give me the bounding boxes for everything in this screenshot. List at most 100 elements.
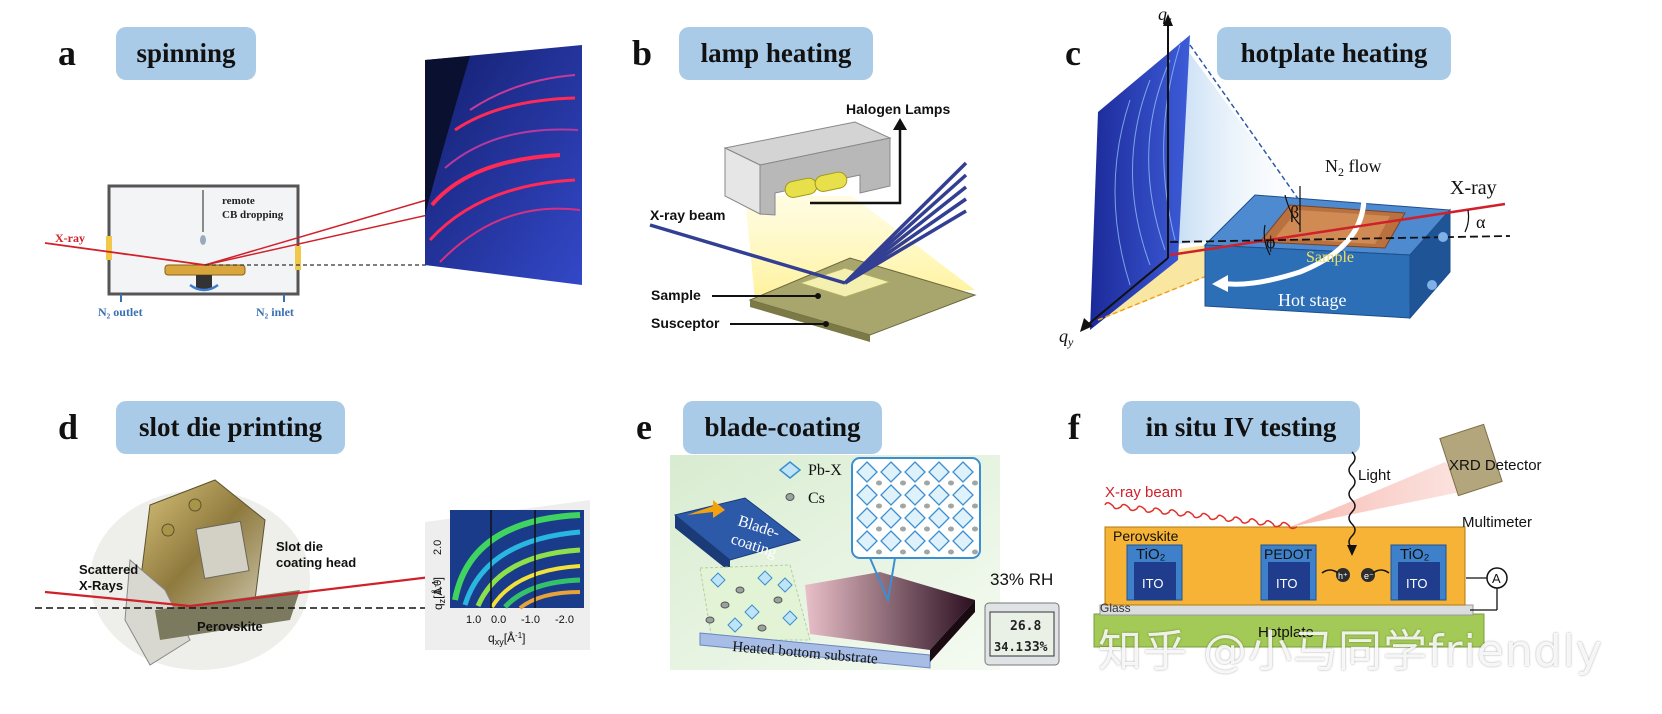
- detector-shadow: [425, 56, 470, 215]
- inset-pointer: [869, 557, 896, 604]
- octahedron: [856, 530, 878, 552]
- qy-axis: [1084, 257, 1169, 328]
- xray-beam-label-f: X-ray beam: [1105, 484, 1183, 501]
- tio2-label-b: TiO₂: [1400, 546, 1430, 563]
- sample-label-b: Sample: [651, 287, 701, 303]
- hotplate-label: Hotplate: [1258, 624, 1314, 641]
- qy-arrowhead: [1080, 318, 1093, 332]
- light-cone: [745, 196, 975, 300]
- cs-ion: [876, 549, 882, 555]
- beam-fan-blue: [1170, 40, 1320, 245]
- ito-box-c: [1398, 562, 1440, 600]
- remote-label: remote: [222, 195, 255, 207]
- ammeter-label: A: [1492, 571, 1501, 586]
- ito-label-a: ITO: [1142, 576, 1163, 591]
- xray-incident: [44, 242, 206, 266]
- hole-carrier: [1336, 568, 1350, 582]
- cs-ion: [948, 480, 954, 486]
- octahedron: [856, 484, 878, 506]
- cs-particle: [705, 616, 715, 624]
- ito-label-b: ITO: [1276, 576, 1297, 591]
- blade-front: [675, 515, 730, 572]
- cs-ion: [900, 503, 906, 509]
- cs-ion: [948, 526, 954, 532]
- qxy-axis-label-d: qxy[Å-1]: [488, 630, 526, 647]
- panel-b-title: lamp heating: [679, 27, 873, 80]
- panel-b-letter: b: [632, 33, 653, 73]
- light-label: Light: [1358, 467, 1391, 484]
- n2-outlet-label: N₂ outlet: [98, 305, 143, 319]
- panel-e-diagram: Pb-X Cs Blade- coating 33% RH Heated bot…: [670, 455, 1060, 670]
- pbx-particle: [782, 610, 798, 626]
- cs-ion: [924, 549, 930, 555]
- pbx-particle: [777, 577, 793, 593]
- panel-f-diagram: X-ray beam Light XRD Detector Multimeter…: [1093, 423, 1542, 648]
- octahedron: [952, 461, 974, 483]
- ito-box-b: [1268, 562, 1310, 600]
- x-tick-1: 1.0: [466, 614, 481, 626]
- octahedron: [928, 507, 950, 529]
- cs-ion: [948, 503, 954, 509]
- bolt-1: [161, 523, 175, 537]
- octahedron: [928, 461, 950, 483]
- x-tick-3: -1.0: [521, 614, 540, 626]
- panel-b-diagram: Halogen Lamps X-ray beam Sample Suscepto…: [649, 101, 977, 342]
- susceptor-label: Susceptor: [651, 315, 720, 331]
- cs-ion: [924, 503, 930, 509]
- cs-ion: [972, 503, 978, 509]
- bottom-substrate: [699, 632, 931, 669]
- octahedron: [904, 507, 926, 529]
- x-tick-4: -2.0: [555, 614, 574, 626]
- n2-flow-label: N2 flow: [1325, 156, 1382, 179]
- cs-particle: [773, 596, 783, 604]
- diffraction-arcs-c: [1114, 44, 1181, 286]
- cs-ion: [924, 526, 930, 532]
- cs-ion: [972, 549, 978, 555]
- susceptor-pointer-dot: [823, 321, 829, 327]
- y-tick-1: 1.0: [432, 580, 444, 595]
- octahedron: [904, 530, 926, 552]
- xray-in-d: [44, 590, 191, 608]
- cs-ion: [924, 480, 930, 486]
- glass-label: Glass: [1100, 601, 1131, 615]
- panel-f-title: in situ IV testing: [1122, 401, 1360, 454]
- n2-inlet-label: N₂ inlet: [256, 305, 294, 319]
- carrier-arrow-right: [1372, 569, 1390, 574]
- panel-f-letter: f: [1068, 407, 1080, 447]
- hygrometer-screen: [989, 611, 1055, 657]
- susceptor-side: [750, 300, 870, 342]
- octahedron: [904, 461, 926, 483]
- carrier-arrow-left: [1321, 569, 1339, 574]
- pedot-label: PEDOT: [1264, 546, 1313, 562]
- hot-stage-label: Hot stage: [1278, 290, 1346, 310]
- lamps-pointer-head: [893, 118, 907, 130]
- light-arrowhead: [1347, 545, 1357, 556]
- diffraction-rings-a: [428, 74, 581, 263]
- lamps-pointer: [810, 128, 902, 205]
- meter-humidity-1: 34.1: [994, 640, 1023, 654]
- dashed-ref-c: [1169, 235, 1511, 243]
- cs-ion: [972, 526, 978, 532]
- panel-c-diagram: qz qy N2 flow X-ray β ϕ α Sample Hot sta…: [1059, 4, 1511, 349]
- pbx-legend-label: Pb-X: [808, 462, 842, 479]
- solution-particles: [705, 570, 798, 633]
- panel-e-letter: e: [636, 407, 652, 447]
- panel-d-title: slot die printing: [116, 401, 345, 454]
- meter-humidity-2: 33%: [1024, 640, 1048, 655]
- octahedron: [856, 507, 878, 529]
- cs-ion: [948, 549, 954, 555]
- sample-pointer-dot: [815, 293, 821, 299]
- octahedron: [904, 484, 926, 506]
- hole-label: h⁺: [1338, 571, 1348, 581]
- xray-label-a: X-ray: [55, 231, 85, 245]
- meter-temp: 26.8: [1010, 619, 1041, 634]
- panel-a-letter: a: [58, 33, 76, 73]
- pbx-particle: [710, 572, 726, 588]
- phi-arc: [1263, 224, 1271, 256]
- octahedron: [880, 507, 902, 529]
- area-detector-c: [1090, 35, 1190, 330]
- cs-particle: [720, 601, 730, 609]
- xrd-detector-label: XRD Detector: [1449, 457, 1542, 474]
- octahedron: [952, 530, 974, 552]
